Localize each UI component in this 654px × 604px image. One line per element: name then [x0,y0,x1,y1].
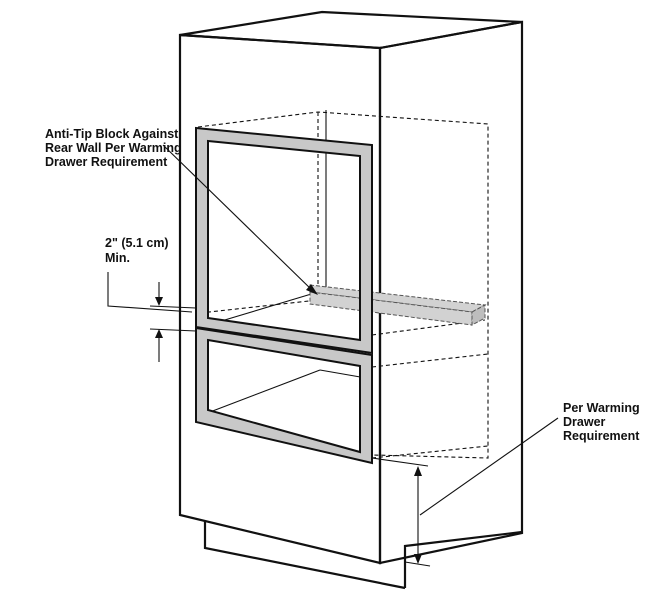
per-warming-leader-line [419,417,559,516]
gap-label-line-2: Min. [105,251,130,265]
height-ext-line-bottom [404,561,431,567]
cutout-lower-dash [371,353,489,368]
cabinet [178,10,524,565]
height-arrow-bottom-head [414,554,422,564]
height-arrow-top-head [414,466,422,476]
height-ext-line-top [371,457,429,467]
gap-arrow-bottom-head [155,329,163,338]
upper-floor-edge [207,291,319,326]
anti-tip-block [309,284,487,326]
cutout-hidden-lines [197,111,489,459]
per-warming-label-line-2: Drawer [563,415,606,429]
per-warming-label-line-3: Requirement [563,429,640,443]
anti-tip-callout: Anti-Tip Block Against Rear Wall Per War… [45,127,318,295]
per-warming-label-line-1: Per Warming [563,401,640,415]
cutout-top-dash [197,111,489,459]
interior-edges [207,110,367,456]
cabinet-side-face [378,20,524,565]
lower-cutout-frame [195,326,373,465]
cutout-mid-dash [199,299,319,314]
anti-tip-label-line-2: Rear Wall Per Warming [45,141,182,155]
gap-dimension: 2" (5.1 cm) Min. [105,236,197,362]
gap-leader-line [107,272,193,313]
cabinet-top-face [179,10,523,50]
anti-tip-arrowhead [306,284,318,295]
gap-label-line-1: 2" (5.1 cm) [105,236,169,250]
anti-tip-label-line-1: Anti-Tip Block Against [45,127,179,141]
anti-tip-label-line-3: Drawer Requirement [45,155,168,169]
toe-kick-front [203,521,406,590]
anti-tip-block-end [471,304,486,326]
anti-tip-leader-line [162,144,315,293]
cutout-floor-dash [371,445,489,459]
upper-cutout-frame [195,126,373,355]
cabinet-base [203,521,523,590]
lower-side-edge [209,369,321,413]
per-warming-callout: Per Warming Drawer Requirement [371,401,640,567]
toe-kick-side [403,530,523,588]
gap-arrow-top-head [155,297,163,306]
gap-ext-line-bottom [149,328,197,332]
lower-back-edge [319,369,367,379]
gap-ext-line-top [149,305,197,309]
